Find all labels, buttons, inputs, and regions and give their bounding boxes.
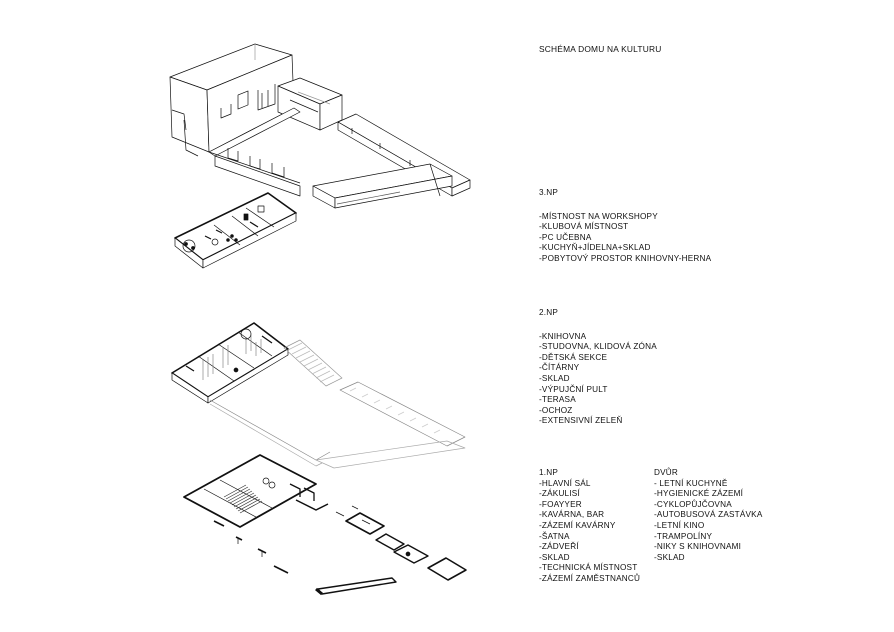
legend-1np-heading: 1.NP (539, 468, 559, 477)
legend-item: -SKLAD (539, 373, 570, 383)
legend-item: -LETNÍ KINO (654, 520, 705, 530)
massing-model (169, 43, 471, 209)
legend-item: -ZÁZEMÍ KAVÁRNY (539, 520, 616, 530)
legend-dvur-heading: DVŮR (654, 468, 678, 477)
legend-item: -TERASA (539, 395, 576, 405)
legend-dvur: DVŮR - LETNÍ KUCHYNĚ -HYGIENICKÉ ZÁZEMÍ … (654, 468, 763, 563)
legend-item: -VÝPUJČNÍ PULT (539, 384, 608, 394)
legend-item: -NIKY S KNIHOVNAMI (654, 542, 742, 552)
legend-item: -ZÁDVEŘÍ (539, 542, 579, 552)
legend-1np: 1.NP -HLAVNÍ SÁL -ZÁKULISÍ -FOAYYER -KAV… (539, 468, 640, 585)
legend-item: -AUTOBUSOVÁ ZASTÁVKA (654, 510, 763, 520)
legend-item: -SKLAD (539, 552, 570, 562)
legend-item: -KUCHYŇ+JÍDELNA+SKLAD (539, 243, 651, 253)
legend-item: -ŠATNA (539, 531, 570, 541)
legend-item: -SKLAD (654, 552, 685, 562)
legend-item: -PC UČEBNA (539, 232, 592, 242)
diagram-title: SCHÉMA DOMU NA KULTURU (539, 44, 662, 54)
legend-item: -OCHOZ (539, 405, 573, 415)
legend-item: -MÍSTNOST NA WORKSHOPY (539, 211, 658, 221)
legend-3np-heading: 3.NP (539, 188, 559, 197)
legend-item: -ZÁZEMÍ ZAMĚSTNANCŮ (539, 573, 641, 583)
legend-item: -TECHNICKÁ MÍSTNOST (539, 563, 638, 573)
legend-2np: 2.NP -KNIHOVNA -STUDOVNA, KLIDOVÁ ZÓNA -… (539, 308, 657, 427)
legend-item: -POBYTOVÝ PROSTOR KNIHOVNY-HERNA (539, 253, 712, 263)
legend-item: -STUDOVNA, KLIDOVÁ ZÓNA (539, 342, 657, 352)
legend-item: -ČÍTÁRNY (539, 363, 580, 373)
legend-item: -FOAYYER (539, 499, 582, 509)
legend-item: -EXTENSIVNÍ ZELEŇ (539, 416, 623, 426)
legend-item: -KLUBOVÁ MÍSTNOST (539, 222, 629, 232)
legend-item: -KAVÁRNA, BAR (539, 510, 605, 520)
legend-item: -TRAMPOLÍNY (654, 531, 713, 541)
legend-item: -KNIHOVNA (539, 331, 587, 341)
legend-item: -DĚTSKÁ SEKCE (539, 352, 608, 362)
plan-2np (171, 322, 466, 469)
legend-item: -CYKLOPŮJČOVNA (654, 499, 732, 509)
legend-2np-heading: 2.NP (539, 308, 559, 317)
legend-3np: 3.NP -MÍSTNOST NA WORKSHOPY -KLUBOVÁ MÍS… (539, 188, 711, 265)
plan-1np (183, 454, 467, 596)
plan-3np (174, 192, 297, 269)
legend-item: - LETNÍ KUCHYNĚ (654, 478, 728, 488)
legend-item: -HLAVNÍ SÁL (539, 478, 591, 488)
legend-item: -HYGIENICKÉ ZÁZEMÍ (654, 489, 744, 499)
legend-item: -ZÁKULISÍ (539, 489, 580, 499)
